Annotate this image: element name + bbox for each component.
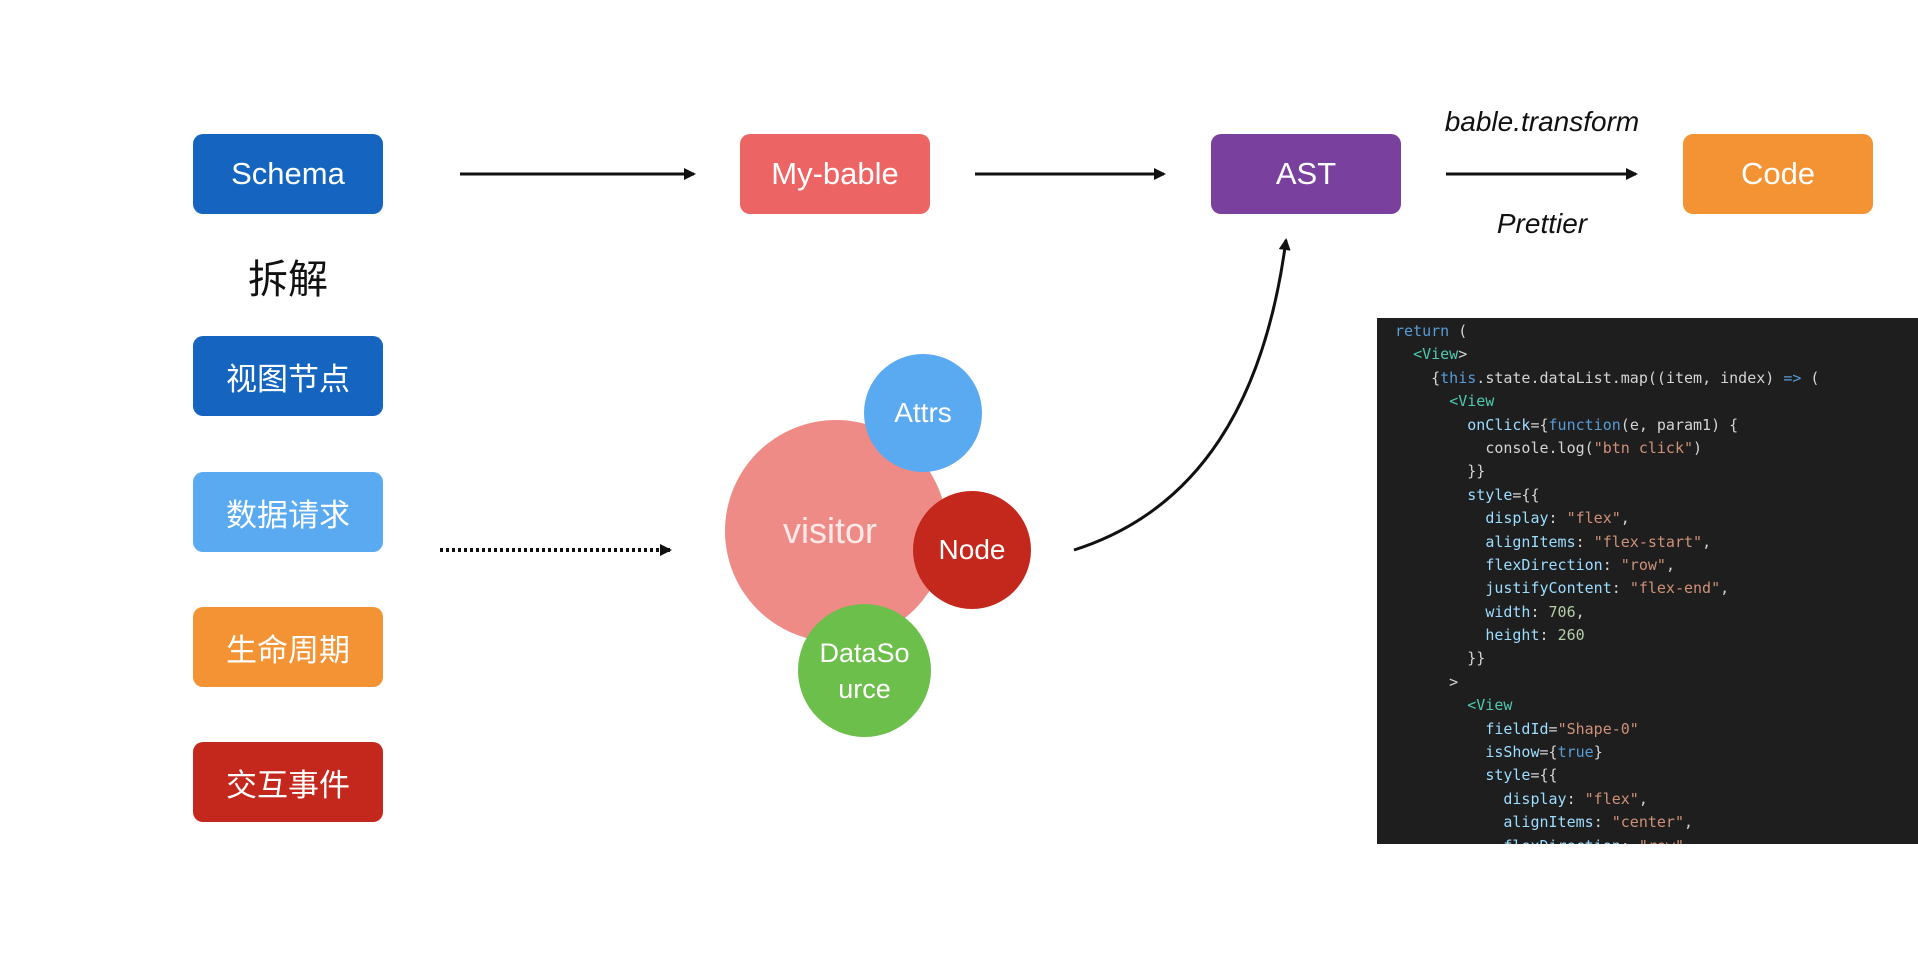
code-line: }}: [1395, 462, 1486, 481]
code-line: alignItems: "flex-start",: [1485, 532, 1712, 551]
node-label: Node: [938, 534, 1006, 565]
code-line: style={{: [1467, 485, 1540, 504]
code-line: display: "flex",: [1485, 509, 1630, 528]
transform-edge-label: bable.transform: [1444, 106, 1640, 137]
code-line: <View: [1467, 696, 1513, 715]
lifecycle-box: 生命周期: [193, 607, 383, 687]
code-line: width: 706,: [1485, 602, 1585, 621]
lifecycle-label: 生命周期: [226, 632, 350, 669]
code-line: <View>: [1413, 345, 1468, 364]
code-line: onClick={function(e, param1) {: [1467, 415, 1739, 434]
my-bable-box: My-bable: [740, 134, 930, 214]
arrow-node-to-ast: [1073, 238, 1291, 552]
code-line: <View: [1449, 392, 1495, 411]
datasource-label-line1: DataSo: [819, 637, 910, 668]
code-line: fieldId="Shape-0": [1485, 719, 1639, 738]
code-line: flexDirection: "row": [1377, 835, 1918, 844]
data-request-label: 数据请求: [226, 497, 350, 534]
interaction-events-label: 交互事件: [226, 767, 350, 804]
prettier-edge-label: Prettier: [1496, 208, 1588, 239]
code-line: console.log("btn click"): [1485, 438, 1703, 457]
datasource-bubble: DataSo urce: [798, 604, 931, 737]
code-label: Code: [1740, 156, 1816, 191]
view-nodes-box: 视图节点: [193, 336, 383, 416]
ast-label: AST: [1275, 156, 1337, 191]
attrs-bubble: Attrs: [864, 354, 982, 472]
code-line: style={{: [1485, 766, 1558, 785]
code-line: }}: [1395, 649, 1486, 668]
code-line: height: 260: [1485, 626, 1585, 645]
view-nodes-label: 视图节点: [226, 361, 350, 398]
interaction-events-box: 交互事件: [193, 742, 383, 822]
code-line: flexDirection: "row",: [1485, 555, 1675, 574]
node-bubble: Node: [913, 491, 1031, 609]
data-request-box: 数据请求: [193, 472, 383, 552]
code-line: isShow={true}: [1485, 743, 1603, 762]
code-snippet-panel: return ( <View> {this.state.dataList.map…: [1377, 318, 1918, 844]
schema-label: Schema: [231, 156, 345, 191]
code-box: Code: [1683, 134, 1873, 214]
attrs-label: Attrs: [894, 397, 952, 428]
schema-box: Schema: [193, 134, 383, 214]
code-lines: return ( <View> {this.state.dataList.map…: [1377, 320, 1918, 844]
datasource-label-line2: urce: [838, 673, 891, 704]
code-line: alignItems: "center",: [1503, 813, 1694, 832]
code-line: >: [1395, 672, 1459, 691]
my-bable-label: My-bable: [771, 156, 899, 191]
code-line: return (: [1395, 322, 1468, 340]
visitor-label: visitor: [782, 510, 877, 551]
code-line: {this.state.dataList.map((item, index) =…: [1395, 368, 1820, 387]
code-line: display: "flex",: [1503, 789, 1648, 808]
ast-box: AST: [1211, 134, 1401, 214]
code-line: justifyContent: "flex-end",: [1485, 579, 1730, 598]
decompose-label: 拆解: [248, 257, 328, 303]
